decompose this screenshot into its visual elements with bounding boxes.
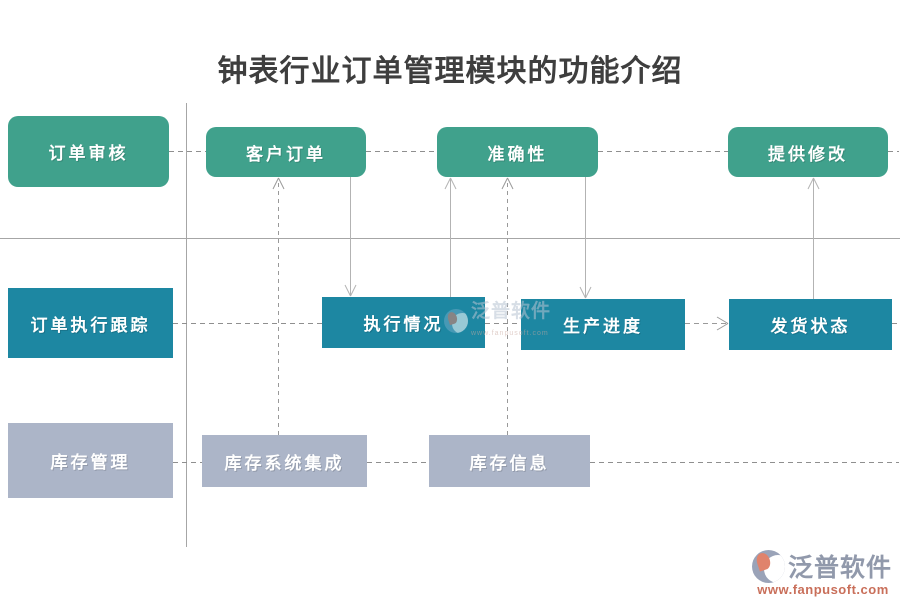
- lane-inventory-management-label: 库存管理: [50, 453, 131, 473]
- node-inventory-info-label: 库存信息: [469, 453, 550, 474]
- node-accuracy-label: 准确性: [487, 144, 548, 165]
- node-customer-order-label: 客户订单: [246, 144, 326, 165]
- node-provide-modification-label: 提供修改: [768, 144, 848, 165]
- node-shipping-status-label: 发货状态: [770, 317, 851, 337]
- watermark-url: www.fanpusoft.com: [757, 582, 889, 597]
- node-provide-modification: 提供修改: [728, 127, 888, 177]
- node-production-progress-label: 生产进度: [563, 317, 643, 337]
- lane-order-execution-tracking-label: 订单执行跟踪: [30, 315, 151, 336]
- node-execution-status-label: 执行情况: [363, 315, 444, 335]
- node-shipping-status: 发货状态: [729, 299, 892, 350]
- lane-order-review-label: 订单审核: [48, 144, 129, 164]
- diagram-title: 钟表行业订单管理模块的功能介绍: [217, 54, 683, 89]
- fanpu-logo-icon: [752, 549, 785, 583]
- bottom-right-watermark: 泛普软件 www.fanpusoft.com: [752, 548, 894, 597]
- node-production-progress: 生产进度: [521, 299, 685, 350]
- node-accuracy: 准确性: [437, 127, 598, 177]
- lane-order-execution-tracking: 订单执行跟踪: [8, 288, 173, 358]
- node-inventory-system-integration: 库存系统集成: [202, 435, 367, 487]
- watermark-brand: 泛普软件: [788, 553, 893, 582]
- lane-order-review: 订单审核: [8, 116, 169, 187]
- node-execution-status: 执行情况: [322, 297, 485, 348]
- node-customer-order: 客户订单: [206, 127, 366, 177]
- lane-inventory-management: 库存管理: [8, 423, 173, 498]
- node-inventory-info: 库存信息: [429, 435, 590, 487]
- node-inventory-system-integration-label: 库存系统集成: [224, 453, 345, 474]
